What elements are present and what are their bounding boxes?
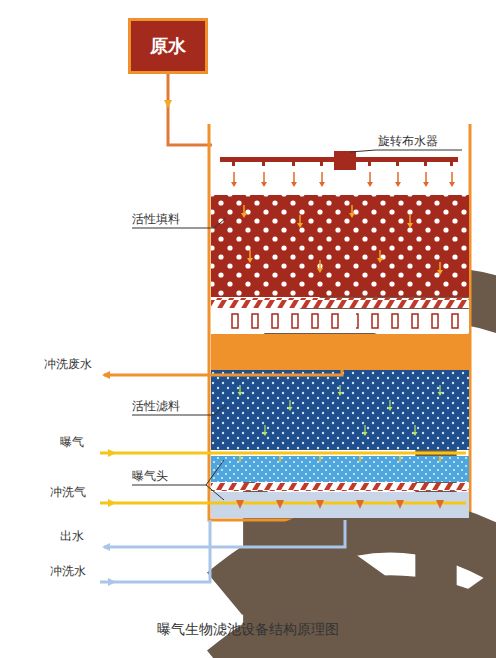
water-pipe-label: 冲洗水 xyxy=(50,564,86,578)
source-tank-box: 原水 xyxy=(128,18,208,74)
outlet-pipe-label: 出水 xyxy=(60,529,84,543)
packing-label: 活性填料 xyxy=(132,212,180,226)
distributor-label: 旋转布水器 xyxy=(378,134,438,148)
aeration-pipe-label: 曝气 xyxy=(60,435,84,449)
waste-pipe-label: 冲洗废水 xyxy=(44,357,92,371)
air-pipe-label: 冲洗气 xyxy=(50,485,86,499)
media-label: 活性滤料 xyxy=(132,399,180,413)
figure-caption: 曝气生物滤池设备结构原理图 xyxy=(157,620,339,638)
node-text: 原水 xyxy=(150,35,186,57)
aerator-label: 曝气头 xyxy=(132,469,168,483)
